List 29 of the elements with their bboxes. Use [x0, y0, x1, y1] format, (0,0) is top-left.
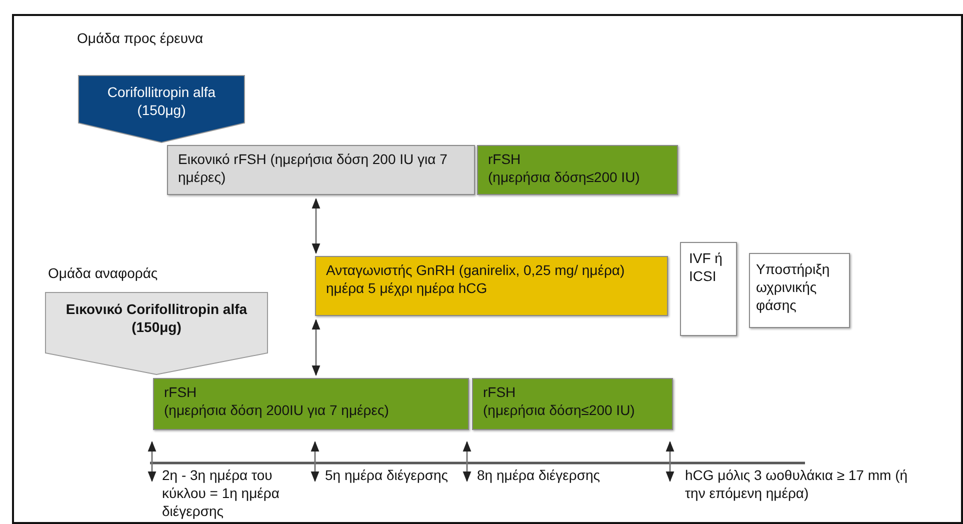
box-text: IVF ή ICSI: [689, 249, 724, 285]
arrow-shaped-box: [78, 75, 245, 143]
process-box: [472, 378, 673, 430]
box-text: (ημερήσια δόση≤200 IU): [483, 401, 636, 419]
box-text: rFSH: [483, 383, 517, 401]
timeline-label: 5η ημέρα διέγερσης: [325, 466, 450, 484]
box-text: (ημερήσια δόση 200IU για 7 ημέρες): [164, 401, 390, 419]
box-text: rFSH: [164, 383, 198, 401]
process-box: [153, 378, 469, 430]
timeline-label: hCG μόλις 3 ωοθυλάκια ≥ 17 mm (ή την επόμενη ημέρα): [685, 466, 909, 502]
box-text: Εικονικό rFSH (ημερήσια δόση 200 IU για 7 ημέρες): [178, 150, 448, 186]
box-text: (ημερήσια δόση≤200 IU): [488, 168, 641, 186]
process-box: [477, 145, 678, 195]
box-text: Υποστήριξη ωχρινικής φάσης: [756, 260, 831, 314]
double-arrow: [312, 198, 320, 254]
box-text: rFSH: [488, 150, 522, 168]
group-heading: Ομάδα αναφοράς: [48, 264, 159, 282]
box-text: Εικονικό Corifollitropin alfa (150μg): [64, 300, 248, 336]
group-heading: Ομάδα προς έρευνα: [77, 29, 204, 47]
process-box: [315, 256, 668, 316]
box-text: Corifollitropin alfa (150μg): [106, 83, 217, 119]
box-text: Ανταγωνιστής GnRH (ganirelix, 0,25 mg/ ημέρα) ημέρα 5 μέχρι ημέρα hCG: [326, 261, 626, 297]
process-box: [167, 145, 475, 195]
process-box: [680, 242, 737, 336]
double-arrow: [312, 318, 320, 376]
arrow-shaped-box: [45, 292, 268, 375]
process-box: [749, 253, 850, 328]
timeline-label: 2η - 3η ημέρα του κύκλου = 1η ημέρα διέγερσης: [162, 466, 280, 520]
timeline-label: 8η ημέρα διέγερσης: [477, 466, 602, 484]
